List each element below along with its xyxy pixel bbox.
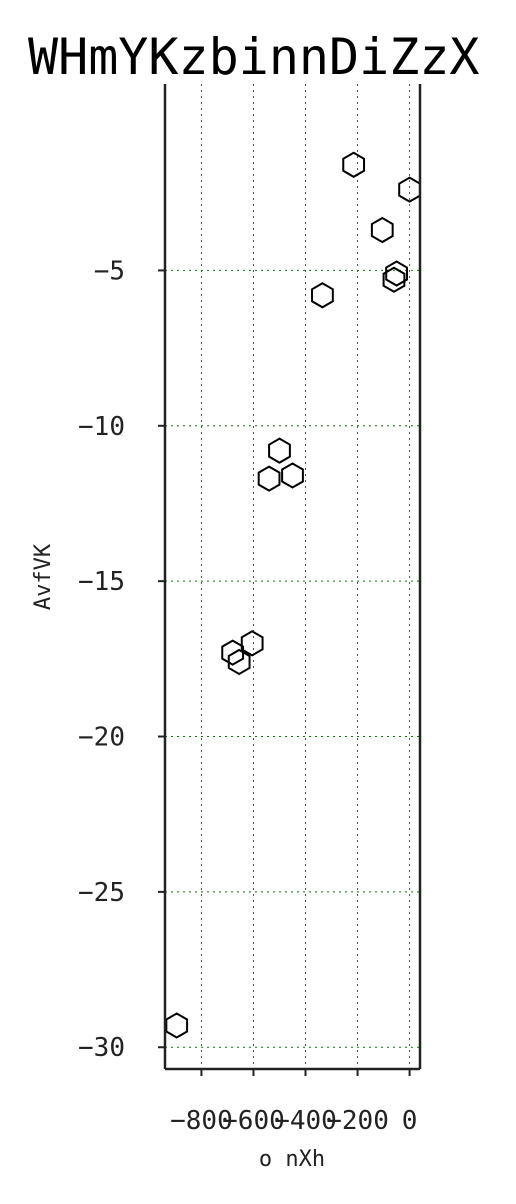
- data-point: [257, 465, 281, 492]
- y-ticks: −5 −10 −15 −20 −25 −30: [78, 256, 165, 1063]
- x-tick-label: −400: [274, 1106, 337, 1136]
- data-point: [311, 282, 334, 309]
- x-ticks: −800−600−400−200 0: [170, 1069, 417, 1136]
- data-point: [221, 639, 245, 666]
- data-point: [227, 648, 251, 676]
- y-tick-label: −10: [78, 412, 125, 442]
- y-tick-label: −20: [78, 723, 125, 753]
- y-tick-label: −5: [94, 256, 125, 286]
- data-points: [165, 151, 421, 1039]
- y-tick-label: −15: [78, 567, 125, 597]
- data-point: [240, 630, 264, 657]
- data-point: [382, 266, 406, 293]
- data-point: [370, 216, 394, 244]
- data-point: [281, 462, 304, 489]
- x-tick-label: 0: [402, 1106, 418, 1136]
- y-axis-label: AvfVK: [31, 543, 56, 610]
- data-point: [385, 260, 408, 287]
- grid: [165, 84, 420, 1069]
- y-tick-label: −25: [78, 878, 125, 908]
- x-tick-label: −200: [326, 1106, 389, 1136]
- chart-title: WHmYKzbinnDiZzX: [28, 28, 480, 86]
- y-tick-label: −30: [78, 1033, 125, 1063]
- x-tick-label: −600: [222, 1106, 285, 1136]
- x-axis-label: o nXh: [259, 1147, 325, 1172]
- data-point: [342, 151, 366, 178]
- data-point: [165, 1012, 189, 1039]
- x-tick-label: −800: [170, 1106, 233, 1136]
- data-point: [268, 437, 291, 464]
